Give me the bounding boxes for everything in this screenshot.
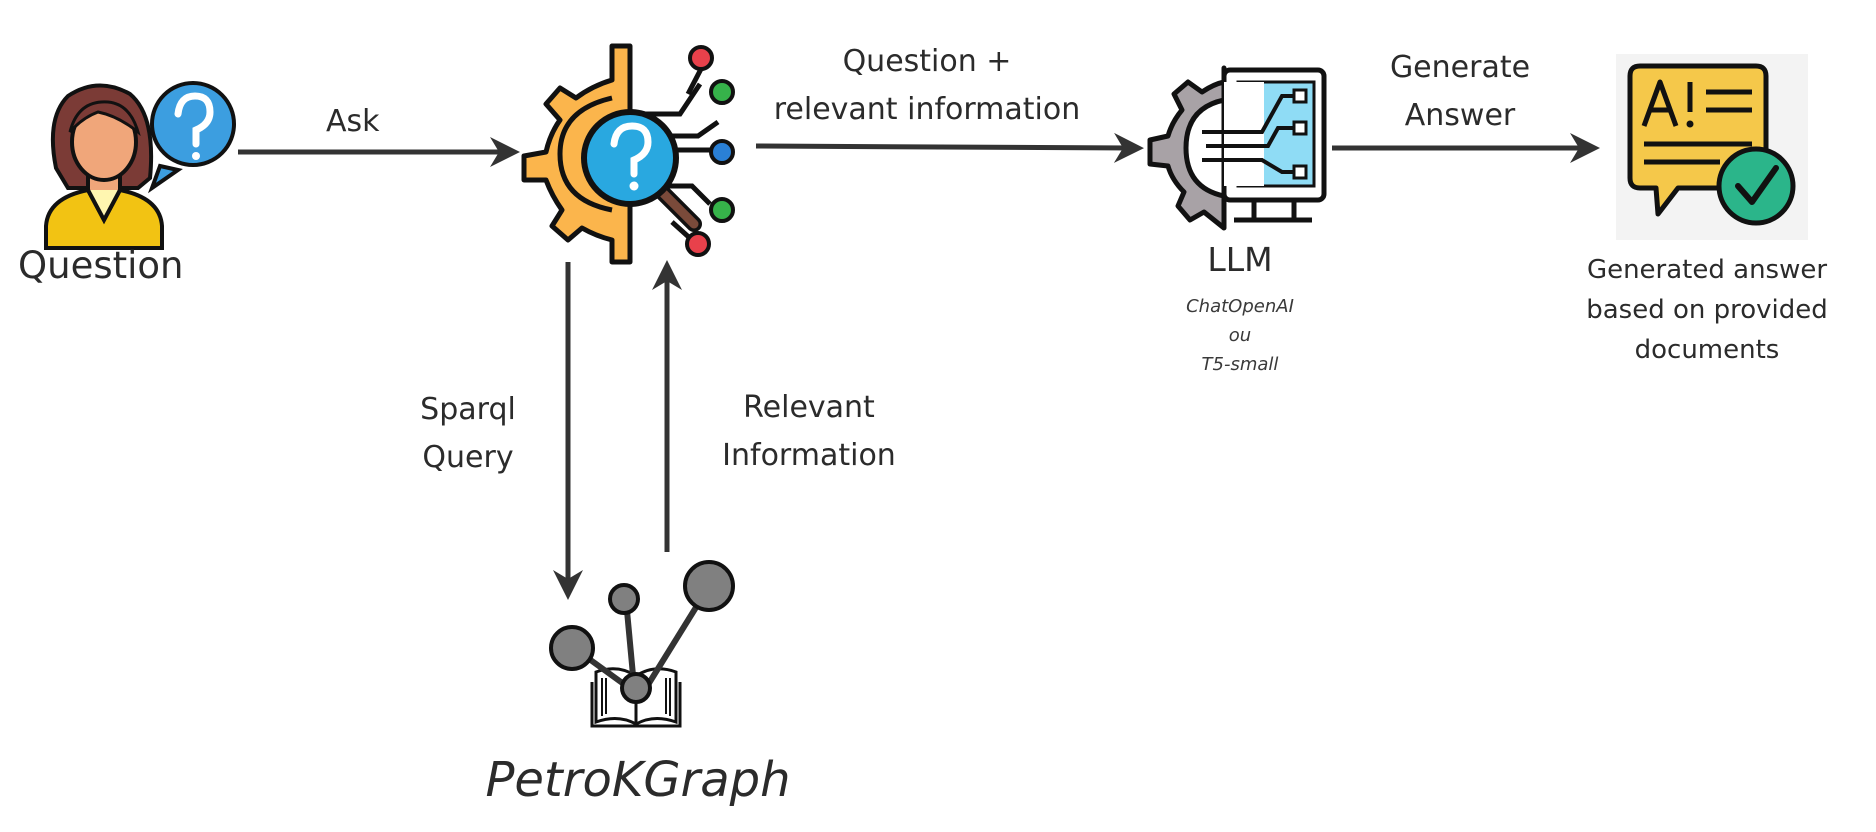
to-llm-label: Question + relevant information xyxy=(762,38,1092,134)
model-option-1: ChatOpenAI xyxy=(1186,296,1294,317)
relevant-label-line-2: Information xyxy=(722,438,896,473)
ai-chat-check-icon xyxy=(1616,54,1808,240)
generate-label-line-1: Generate xyxy=(1389,50,1531,85)
sparql-label-line-1: Sparql xyxy=(420,392,516,427)
to-llm-label-line-2: relevant information xyxy=(773,92,1081,127)
llm-label: LLM xyxy=(1207,240,1273,279)
question-label: Question xyxy=(18,244,184,287)
to-llm-label-line-1: Question + xyxy=(842,44,1012,79)
model-option-2: ou xyxy=(1228,325,1252,346)
answer-label-line-3: documents xyxy=(1634,335,1780,365)
generate-label-line-2: Answer xyxy=(1404,98,1516,133)
llm-model-options: ChatOpenAI ou T5-small xyxy=(1160,292,1320,379)
gear-search-circuit-icon xyxy=(521,43,735,265)
sparql-label-line-2: Query xyxy=(422,440,514,475)
relevant-label: Relevant Information xyxy=(706,384,912,480)
ask-label: Ask xyxy=(326,104,380,139)
woman-question-icon xyxy=(44,81,236,250)
answer-label-line-1: Generated answer xyxy=(1586,255,1828,285)
generate-label: Generate Answer xyxy=(1370,44,1550,140)
knowledge-graph-label: PetroKGraph xyxy=(485,752,791,808)
model-option-3: T5-small xyxy=(1201,354,1279,375)
answer-label: Generated answer based on provided docum… xyxy=(1572,250,1842,370)
to-llm-arrow xyxy=(755,132,1144,163)
relevant-label-line-1: Relevant xyxy=(743,390,875,425)
sparql-label: Sparql Query xyxy=(400,386,536,482)
answer-label-line-2: based on provided xyxy=(1586,295,1828,325)
gear-computer-circuit-icon xyxy=(1147,65,1327,231)
book-graph-icon xyxy=(549,560,735,728)
